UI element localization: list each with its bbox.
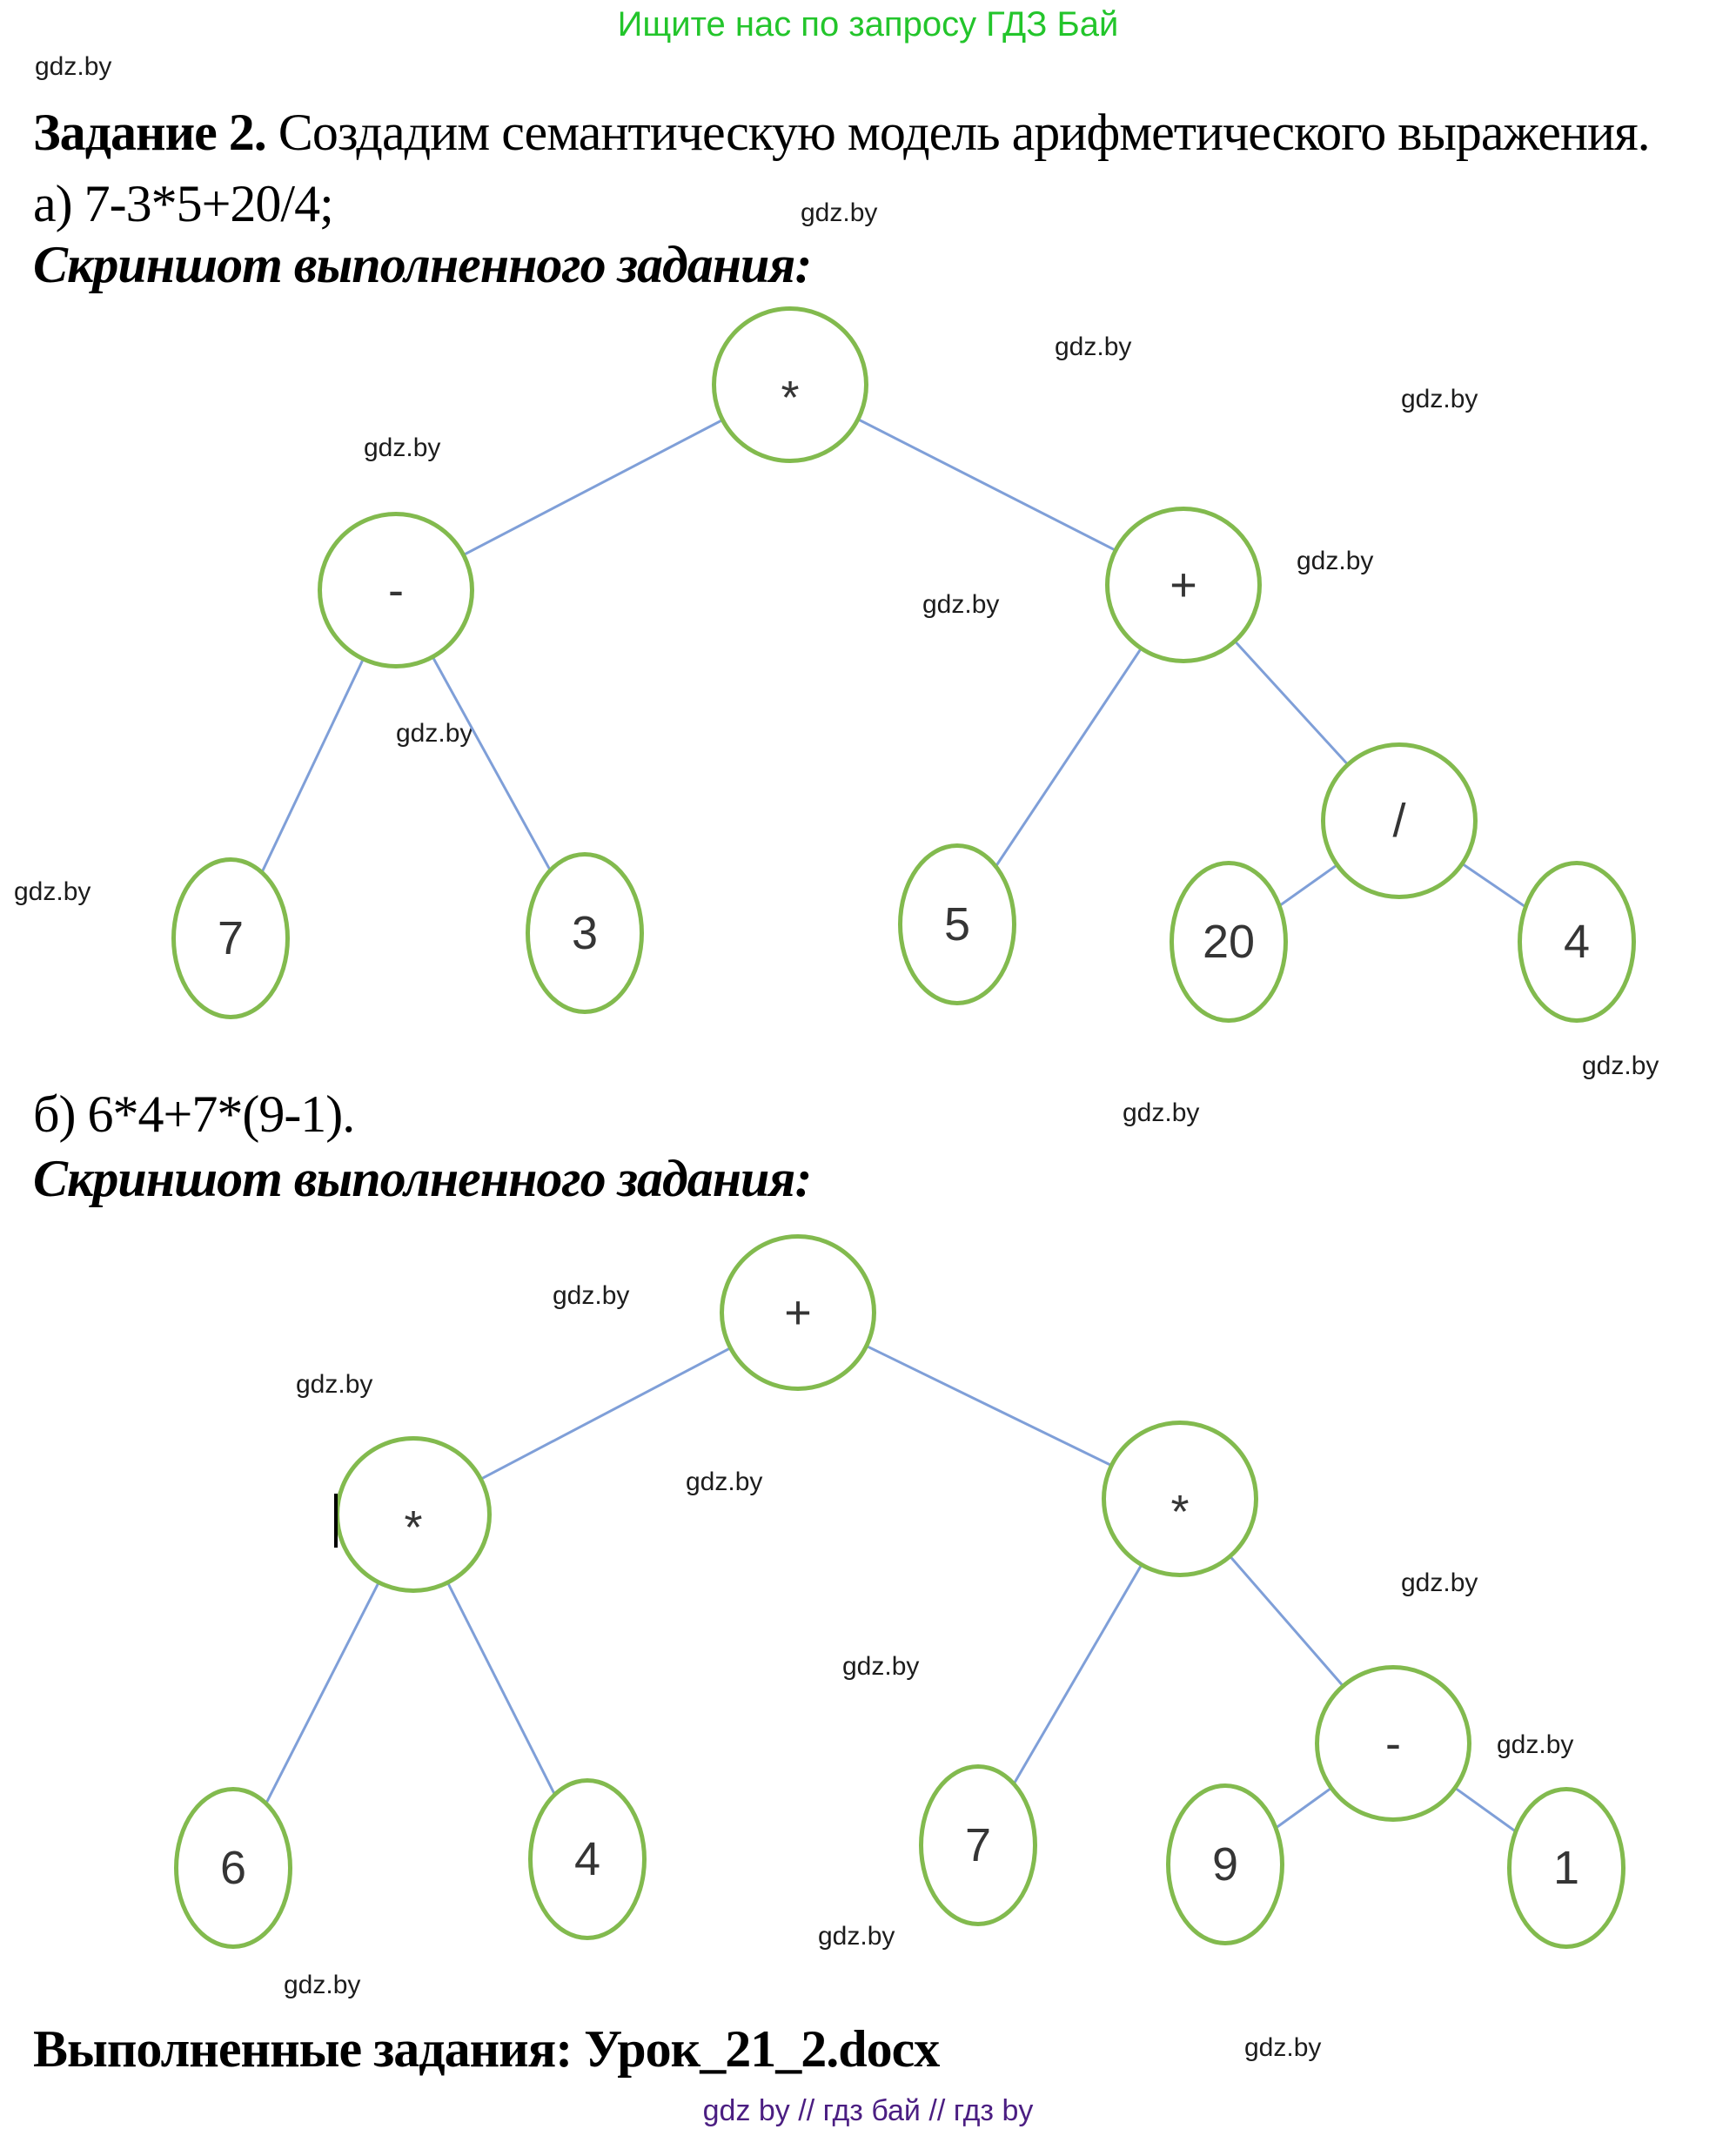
footer-completed-line: Выполненные задания: Урок_21_2.docx <box>33 2020 940 2078</box>
tree-b-leaf-1: 1 <box>1507 1787 1625 1949</box>
watermark: gdz.by <box>1297 547 1374 575</box>
tree-b-leaf-7: 7 <box>919 1764 1037 1926</box>
tree-b-leaf-4: 4 <box>528 1778 647 1940</box>
tree-a-leaf-7: 7 <box>171 857 290 1019</box>
node-label: + <box>784 1286 812 1339</box>
node-label: 20 <box>1202 916 1256 968</box>
watermark: gdz.by <box>396 719 473 748</box>
watermark: gdz.by <box>553 1281 630 1310</box>
watermark: gdz.by <box>35 52 112 81</box>
watermark: gdz.by <box>14 877 91 906</box>
task-description: Создадим семантическую модель арифметиче… <box>265 104 1651 161</box>
node-label: * <box>781 372 800 424</box>
node-label: 7 <box>217 912 245 964</box>
node-label: 9 <box>1211 1838 1239 1891</box>
tree-b-node-mul-right: * <box>1102 1421 1258 1577</box>
node-label: 4 <box>1563 916 1591 968</box>
node-label: - <box>388 564 404 616</box>
footer-site-tags: gdz by // гдз бай // гдз by <box>702 2094 1034 2127</box>
watermark: gdz.by <box>922 590 1000 619</box>
watermark: gdz.by <box>284 1971 361 1999</box>
tree-a-node-plus: + <box>1105 507 1262 663</box>
watermark: gdz.by <box>842 1652 920 1681</box>
node-label: 4 <box>573 1833 601 1885</box>
watermark: gdz.by <box>1401 1568 1478 1597</box>
watermark: gdz.by <box>1244 2033 1322 2062</box>
tree-a-leaf-20: 20 <box>1170 861 1288 1023</box>
tree-b-node-root-plus: + <box>720 1234 876 1391</box>
watermark: gdz.by <box>1123 1098 1200 1127</box>
watermark: gdz.by <box>1497 1730 1574 1759</box>
node-label: 1 <box>1552 1842 1580 1894</box>
node-label: 6 <box>219 1842 247 1894</box>
node-label: / <box>1392 795 1406 847</box>
watermark: gdz.by <box>1582 1051 1659 1080</box>
node-label: 7 <box>964 1819 992 1871</box>
node-label: 3 <box>571 907 599 959</box>
node-label: - <box>1385 1717 1401 1770</box>
task-title-line: Задание 2. Создадим семантическую модель… <box>33 103 1651 163</box>
watermark: gdz.by <box>296 1370 373 1399</box>
watermark: gdz.by <box>818 1922 895 1951</box>
tree-a-leaf-3: 3 <box>526 852 644 1014</box>
node-label: * <box>404 1501 423 1554</box>
text-cursor <box>334 1494 338 1548</box>
task-item-a: а) 7-3*5+20/4; <box>33 175 334 232</box>
tree-b-leaf-6: 6 <box>174 1787 292 1949</box>
task-item-b: б) 6*4+7*(9-1). <box>33 1085 355 1143</box>
promo-banner: Ищите нас по запросу ГДЗ Бай <box>617 5 1119 44</box>
task-number: Задание 2. <box>33 104 267 161</box>
watermark: gdz.by <box>686 1468 763 1496</box>
tree-b-leaf-9: 9 <box>1166 1783 1284 1945</box>
screenshot-caption-b: Скриншот выполненного задания: <box>33 1150 812 1207</box>
tree-a-node-root-mul: * <box>712 306 868 463</box>
tree-a-node-div: / <box>1321 742 1478 899</box>
watermark: gdz.by <box>801 198 878 227</box>
watermark: gdz.by <box>1055 332 1132 361</box>
node-label: 5 <box>943 898 971 950</box>
tree-b-node-minus: - <box>1315 1665 1471 1822</box>
tree-a-leaf-4: 4 <box>1518 861 1636 1023</box>
screenshot-caption-a: Скриншот выполненного задания: <box>33 236 812 293</box>
tree-a-leaf-5: 5 <box>898 843 1016 1005</box>
watermark: gdz.by <box>364 433 441 462</box>
watermark: gdz.by <box>1401 385 1478 413</box>
node-label: + <box>1170 559 1197 611</box>
tree-b-node-mul-left: * <box>335 1436 492 1593</box>
tree-a-node-minus: - <box>318 512 474 668</box>
node-label: * <box>1170 1486 1190 1538</box>
